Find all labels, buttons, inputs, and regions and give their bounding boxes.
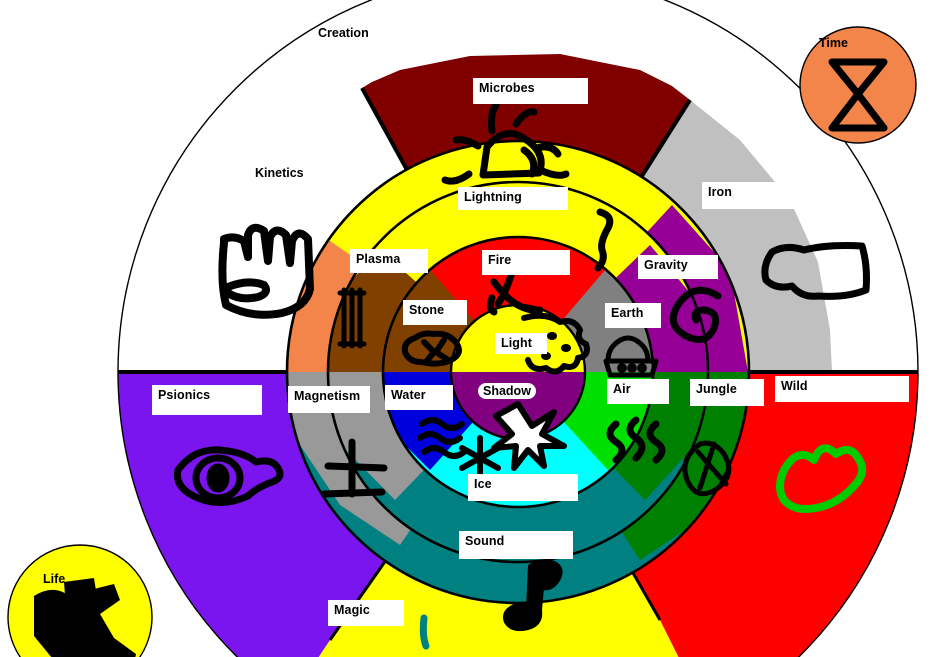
flame-icon [486, 268, 544, 316]
label-gravity[interactable]: Gravity [638, 255, 718, 279]
eye-icon [173, 446, 284, 506]
label-microbes[interactable]: Microbes [473, 78, 588, 104]
label-shadow[interactable]: Shadow [478, 383, 536, 399]
swirl-lines-icon [606, 416, 666, 464]
label-wild[interactable]: Wild [775, 376, 909, 402]
label-psionics[interactable]: Psionics [152, 385, 262, 415]
rock-icon [401, 330, 462, 367]
waves-icon [417, 417, 467, 459]
teal-flame-icon [419, 614, 430, 650]
label-iron[interactable]: Iron [702, 182, 812, 209]
label-jungle[interactable]: Jungle [690, 379, 764, 406]
diagram-title: Creation [318, 26, 369, 40]
label-ice[interactable]: Ice [468, 474, 578, 501]
spiral-icon [669, 286, 722, 344]
label-magic[interactable]: Magic [328, 600, 404, 626]
mound-icon [603, 335, 659, 378]
anvil-icon [761, 242, 870, 300]
bars-icon [337, 287, 367, 349]
badge-life[interactable] [7, 544, 153, 657]
label-sound[interactable]: Sound [459, 531, 573, 559]
leaf-icon [682, 440, 732, 497]
doodle-icons [173, 101, 870, 650]
green-claw-icon [776, 444, 867, 513]
label-plasma[interactable]: Plasma [350, 249, 428, 273]
badge-time-label: Time [819, 36, 848, 50]
label-magnetism[interactable]: Magnetism [288, 386, 370, 413]
microbe-icon [441, 101, 570, 185]
bolt-icon [594, 208, 614, 272]
running-figure-icon [34, 578, 136, 657]
music-note-icon [503, 559, 563, 632]
mid-dividers [326, 180, 710, 564]
hourglass-icon [828, 58, 888, 132]
snowflake-icon [459, 435, 501, 481]
bat-wings-icon [491, 401, 567, 471]
label-air[interactable]: Air [607, 379, 669, 404]
magnet-cross-icon [320, 438, 388, 498]
label-kinetics[interactable]: Kinetics [255, 166, 304, 180]
label-light[interactable]: Light [495, 333, 547, 354]
badge-time[interactable] [799, 26, 917, 144]
label-lightning[interactable]: Lightning [458, 187, 568, 210]
label-fire[interactable]: Fire [482, 250, 570, 275]
label-water[interactable]: Water [385, 385, 453, 410]
label-stone[interactable]: Stone [403, 300, 467, 325]
fist-icon [218, 223, 314, 319]
badge-life-label: Life [43, 572, 66, 586]
label-earth[interactable]: Earth [605, 303, 661, 328]
